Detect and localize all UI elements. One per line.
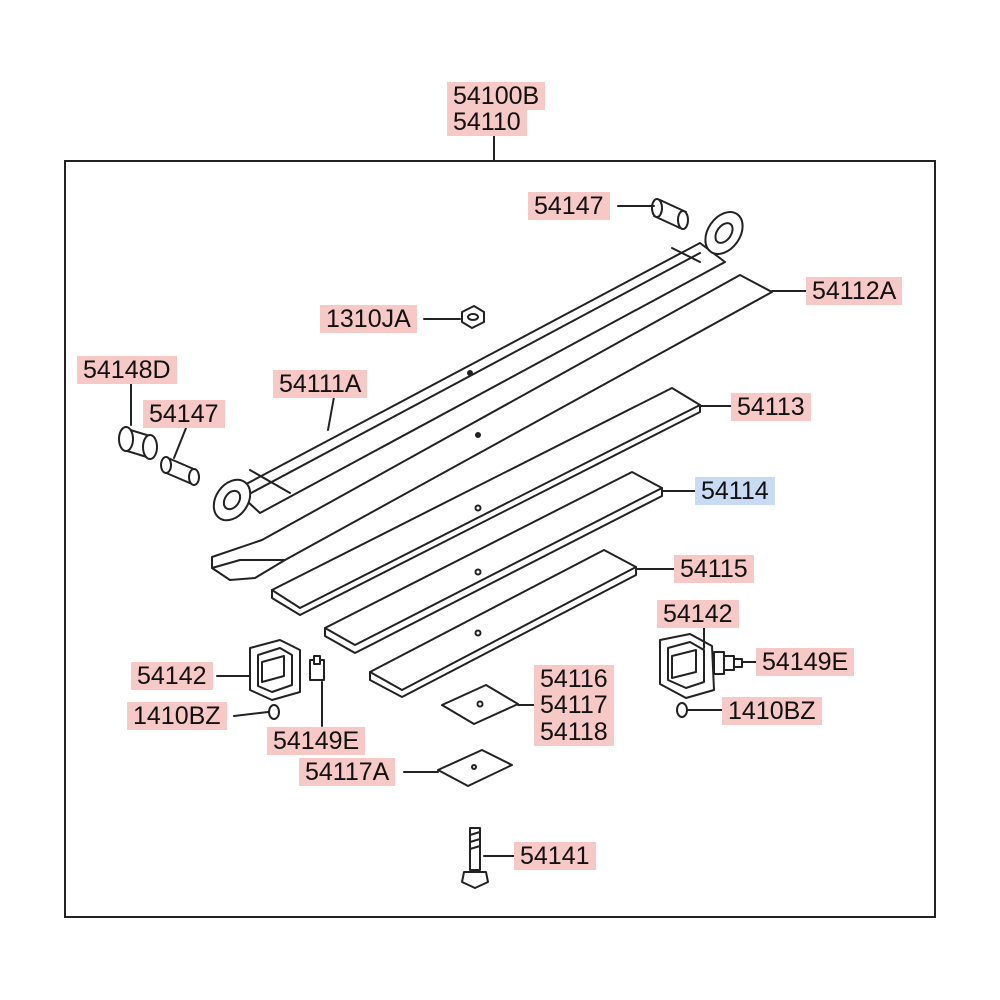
callout-54110[interactable]: 54110 (447, 108, 527, 136)
rivet-left-shape (268, 704, 280, 720)
callout-54147-top[interactable]: 54147 (528, 192, 610, 220)
callout-54114[interactable]: 54114 (695, 477, 775, 505)
callout-54116[interactable]: 54116 (534, 665, 614, 693)
callout-54147-left[interactable]: 54147 (143, 400, 225, 428)
leaf-2-shape (211, 274, 773, 581)
callout-54148d[interactable]: 54148D (77, 356, 177, 384)
bushing-left-shape (160, 456, 200, 486)
callout-54113[interactable]: 54113 (731, 393, 811, 421)
callout-1310ja[interactable]: 1310JA (320, 305, 417, 333)
callout-54111a[interactable]: 54111A (273, 370, 368, 398)
leader-lines (130, 205, 807, 857)
leaf-5-shape (369, 549, 637, 698)
main-leaf-shape (212, 211, 744, 522)
callout-54149e-right[interactable]: 54149E (756, 648, 855, 676)
callout-1410bz-left[interactable]: 1410BZ (127, 702, 227, 730)
callout-54142-left[interactable]: 54142 (131, 662, 213, 690)
clip-right-shape (659, 633, 715, 699)
center-bolt-shape (461, 827, 489, 889)
clip-bolt-right-shape (713, 651, 743, 675)
assembly-frame (64, 160, 936, 918)
pad-54116-shape (441, 684, 519, 725)
callout-54149e-left[interactable]: 54149E (267, 727, 366, 755)
nut-shape (461, 305, 485, 329)
callout-54115[interactable]: 54115 (674, 555, 754, 583)
callout-54117a[interactable]: 54117A (299, 758, 396, 786)
leaf-4-shape (324, 471, 663, 654)
clip-left-shape (249, 639, 301, 701)
callout-54142-right[interactable]: 54142 (657, 600, 739, 628)
callout-54117[interactable]: 54117 (534, 691, 614, 719)
rivet-right-shape (676, 702, 688, 718)
callout-54100b[interactable]: 54100B (447, 82, 546, 110)
bushing-outer-shape (118, 426, 158, 460)
bushing-top-shape (651, 198, 689, 230)
callout-54118[interactable]: 54118 (534, 718, 614, 746)
callout-1410bz-right[interactable]: 1410BZ (722, 697, 822, 725)
callout-54141[interactable]: 54141 (514, 842, 596, 870)
clip-bolt-left-shape (309, 655, 325, 681)
callout-54112a[interactable]: 54112A (806, 277, 903, 305)
